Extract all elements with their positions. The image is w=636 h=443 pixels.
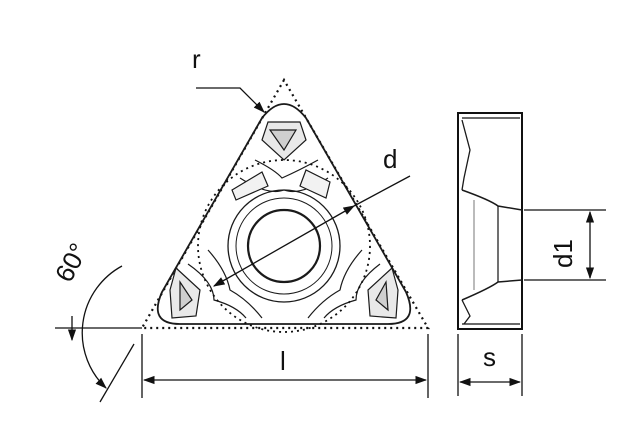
- side-view-outline: [457, 112, 523, 330]
- angle-arc: [81, 265, 123, 389]
- insert-body-outline: [156, 103, 412, 325]
- top-corner-chipbreaker: [231, 121, 331, 201]
- r-leader-line: [196, 87, 265, 113]
- side-edge-profile-bottom: [461, 299, 471, 325]
- d-dimension-line: [212, 205, 356, 287]
- d-extension-line: [353, 175, 411, 207]
- angle-slope-line: [99, 343, 135, 403]
- s-label: s: [483, 342, 496, 372]
- d1-label: d1: [548, 239, 578, 268]
- side-hole-lower-contour: [461, 279, 523, 301]
- left-corner-chipbreaker: [169, 249, 263, 319]
- side-hole-upper-contour: [461, 189, 523, 211]
- side-edge-profile-top: [461, 119, 471, 191]
- inscribed-circle-dotted: [197, 159, 371, 333]
- side-view: [457, 112, 523, 330]
- right-corner-chipbreaker: [307, 249, 399, 319]
- d-label: d: [383, 144, 397, 174]
- l-label: l: [280, 346, 286, 376]
- r-label: r: [192, 44, 201, 74]
- angle-label: 60°: [49, 238, 94, 287]
